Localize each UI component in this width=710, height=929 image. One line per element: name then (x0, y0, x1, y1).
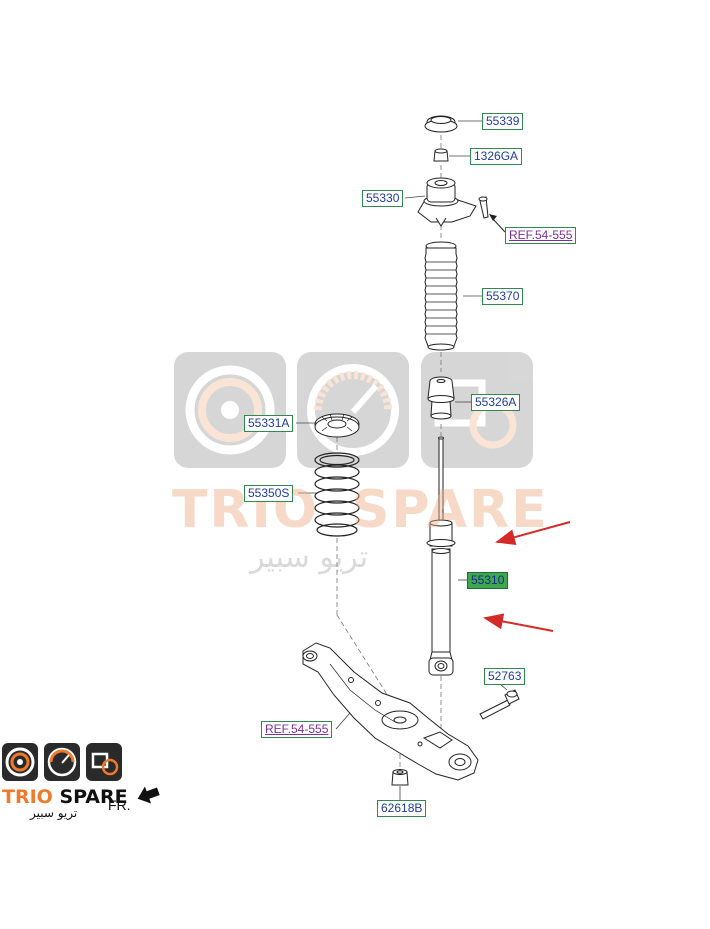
fr-arrow-icon (137, 786, 160, 804)
nut-1326GA (433, 148, 449, 162)
red-arrow-upper (495, 521, 571, 545)
cap-55339 (424, 115, 458, 133)
brand-name: TRIO SPARE (2, 786, 128, 808)
front-direction-label: FR. (108, 797, 131, 813)
part-label-55326A[interactable]: 55326A (471, 394, 521, 411)
part-label-55331A[interactable]: 55331A (244, 415, 294, 432)
brand-logo-icons (2, 743, 122, 781)
bolt-52763 (479, 689, 520, 720)
ref-arrow-line (492, 218, 506, 233)
ref-arrow-head (489, 214, 497, 221)
part-label-62618B[interactable]: 62618B (377, 800, 427, 817)
leader-lines (296, 120, 508, 800)
brand-arabic-name: تريو سبير (30, 806, 78, 820)
part-label-55310[interactable]: 55310 (467, 572, 509, 589)
part-label-55350S[interactable]: 55350S (244, 485, 294, 502)
nut-62618B (391, 769, 409, 786)
watermark-arabic-text: تريو سبير (250, 540, 369, 575)
mount-55330 (417, 177, 489, 227)
bump-stop-55326A (427, 376, 455, 420)
shock-absorber-55310 (426, 436, 456, 676)
part-label-55339[interactable]: 55339 (482, 113, 524, 130)
red-arrow-lower (483, 613, 554, 632)
part-label-55370[interactable]: 55370 (482, 288, 524, 305)
part-label-55330[interactable]: 55330 (362, 190, 404, 207)
bellows-55370 (424, 241, 458, 351)
part-label-1326GA[interactable]: 1326GA (470, 148, 523, 165)
part-label-52763[interactable]: 52763 (484, 668, 526, 685)
spring-pad-55331A (314, 413, 360, 438)
lower-arm (302, 642, 479, 781)
ref-link-top[interactable]: REF.54-555 (505, 227, 577, 244)
watermark-brand-text-2: SPARE (352, 480, 549, 540)
ref-link-bottom[interactable]: REF.54-555 (261, 721, 333, 738)
coil-spring-55350S (314, 452, 360, 537)
